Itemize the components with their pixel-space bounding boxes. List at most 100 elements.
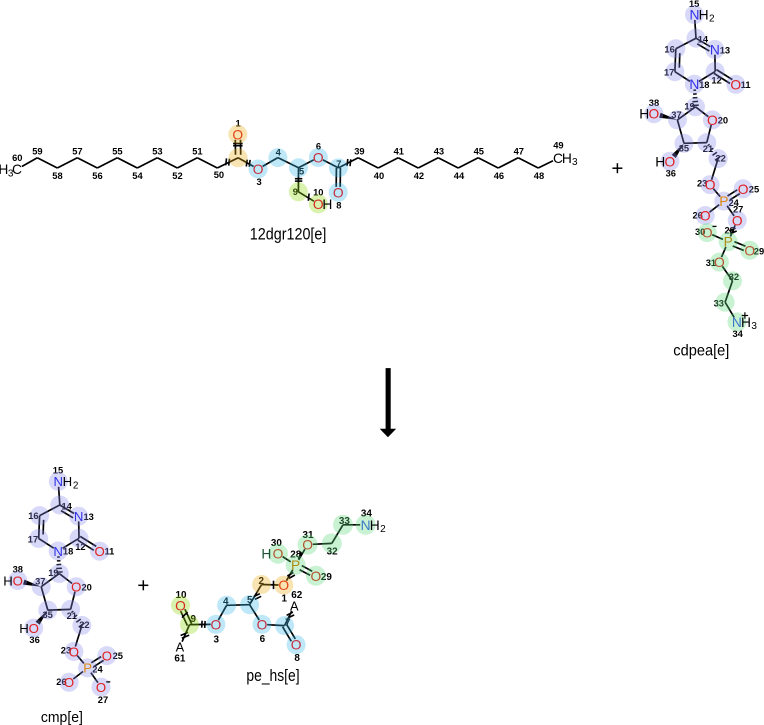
svg-text:O: O	[257, 617, 268, 632]
svg-text:28: 28	[724, 226, 734, 236]
svg-text:50: 50	[214, 170, 224, 180]
svg-text:48: 48	[534, 171, 544, 181]
svg-text:20: 20	[81, 582, 91, 592]
svg-text:34: 34	[732, 329, 743, 339]
svg-text:12dgr120[e]: 12dgr120[e]	[250, 226, 327, 244]
svg-text:O: O	[333, 185, 344, 200]
svg-text:5: 5	[247, 595, 253, 606]
svg-text:N: N	[361, 518, 371, 533]
svg-text:O: O	[13, 573, 23, 588]
svg-text:3: 3	[572, 157, 578, 168]
svg-text:H: H	[0, 162, 8, 177]
svg-text:52: 52	[172, 171, 182, 181]
svg-text:H: H	[639, 107, 649, 122]
svg-text:4: 4	[276, 148, 282, 158]
svg-text:26: 26	[56, 677, 66, 687]
svg-text:8: 8	[294, 653, 300, 664]
svg-text:C: C	[12, 162, 22, 177]
svg-text:39: 39	[354, 147, 364, 157]
svg-text:2: 2	[73, 480, 79, 491]
svg-text:A: A	[290, 599, 299, 614]
svg-text:12: 12	[711, 75, 721, 85]
svg-text:13: 13	[720, 45, 730, 55]
svg-text:59: 59	[32, 147, 42, 157]
svg-text:43: 43	[434, 147, 444, 157]
svg-text:2: 2	[380, 524, 386, 535]
svg-text:N: N	[690, 8, 700, 23]
svg-text:O: O	[69, 644, 79, 659]
svg-text:35: 35	[679, 143, 689, 153]
svg-text:17: 17	[28, 535, 38, 545]
svg-text:46: 46	[494, 171, 504, 181]
svg-text:O: O	[714, 255, 725, 270]
svg-text:35: 35	[42, 610, 52, 620]
svg-text:O: O	[232, 127, 243, 142]
svg-text:H: H	[741, 315, 751, 330]
svg-text:A: A	[176, 639, 185, 654]
svg-text:12: 12	[75, 542, 85, 552]
svg-text:31: 31	[706, 258, 716, 268]
svg-text:H: H	[699, 8, 709, 23]
svg-text:24: 24	[92, 665, 103, 675]
svg-text:36: 36	[666, 168, 676, 178]
svg-text:11: 11	[104, 547, 114, 557]
svg-text:O: O	[705, 178, 716, 193]
svg-text:51: 51	[192, 147, 202, 157]
svg-text:6: 6	[316, 141, 321, 151]
svg-text:37: 37	[35, 577, 45, 587]
svg-text:3: 3	[751, 321, 757, 332]
svg-text:P: P	[719, 194, 728, 209]
svg-text:62: 62	[291, 590, 302, 601]
svg-text:H: H	[19, 621, 29, 636]
svg-text:22: 22	[715, 153, 725, 163]
svg-text:18: 18	[699, 80, 709, 90]
svg-text:7: 7	[285, 617, 291, 628]
svg-text:15: 15	[689, 0, 699, 9]
svg-text:47: 47	[514, 147, 524, 157]
svg-text:N: N	[74, 509, 84, 524]
svg-text:N: N	[54, 474, 64, 489]
svg-text:7: 7	[336, 159, 341, 169]
svg-text:36: 36	[29, 635, 39, 645]
svg-text:O: O	[311, 569, 322, 584]
svg-text:53: 53	[152, 147, 162, 157]
svg-text:42: 42	[414, 171, 424, 181]
svg-text:18: 18	[63, 547, 73, 557]
svg-text:O: O	[730, 77, 741, 92]
svg-text:21: 21	[703, 144, 713, 154]
svg-text:1: 1	[235, 118, 240, 128]
svg-text:19: 19	[684, 101, 694, 111]
svg-text:3: 3	[214, 634, 220, 645]
svg-text:O: O	[71, 580, 81, 595]
svg-text:9: 9	[293, 187, 298, 197]
svg-text:1: 1	[281, 594, 287, 605]
svg-text:C: C	[553, 151, 563, 166]
svg-text:P: P	[724, 235, 733, 250]
svg-text:29: 29	[321, 572, 332, 583]
svg-text:3: 3	[8, 169, 14, 180]
svg-text:15: 15	[53, 466, 63, 476]
svg-text:38: 38	[13, 565, 23, 575]
svg-text:O: O	[102, 648, 112, 663]
svg-text:21: 21	[67, 611, 77, 621]
svg-text:58: 58	[52, 171, 62, 181]
svg-text:O: O	[253, 162, 264, 177]
svg-text:57: 57	[72, 147, 82, 157]
svg-text:55: 55	[112, 147, 122, 157]
svg-text:6: 6	[260, 634, 266, 645]
svg-text:H: H	[655, 154, 665, 169]
svg-text:11: 11	[741, 80, 751, 90]
svg-text:14: 14	[698, 35, 709, 45]
svg-text:O: O	[744, 243, 755, 258]
svg-text:13: 13	[83, 512, 93, 522]
svg-text:O: O	[313, 197, 324, 212]
svg-text:3: 3	[256, 177, 261, 187]
svg-text:O: O	[707, 113, 718, 128]
svg-text:16: 16	[664, 44, 674, 54]
svg-text:2: 2	[259, 576, 265, 587]
svg-text:54: 54	[132, 171, 143, 181]
svg-text:61: 61	[174, 654, 185, 665]
svg-text:H: H	[261, 547, 271, 562]
svg-text:27: 27	[733, 205, 743, 215]
svg-text:O: O	[313, 151, 324, 166]
